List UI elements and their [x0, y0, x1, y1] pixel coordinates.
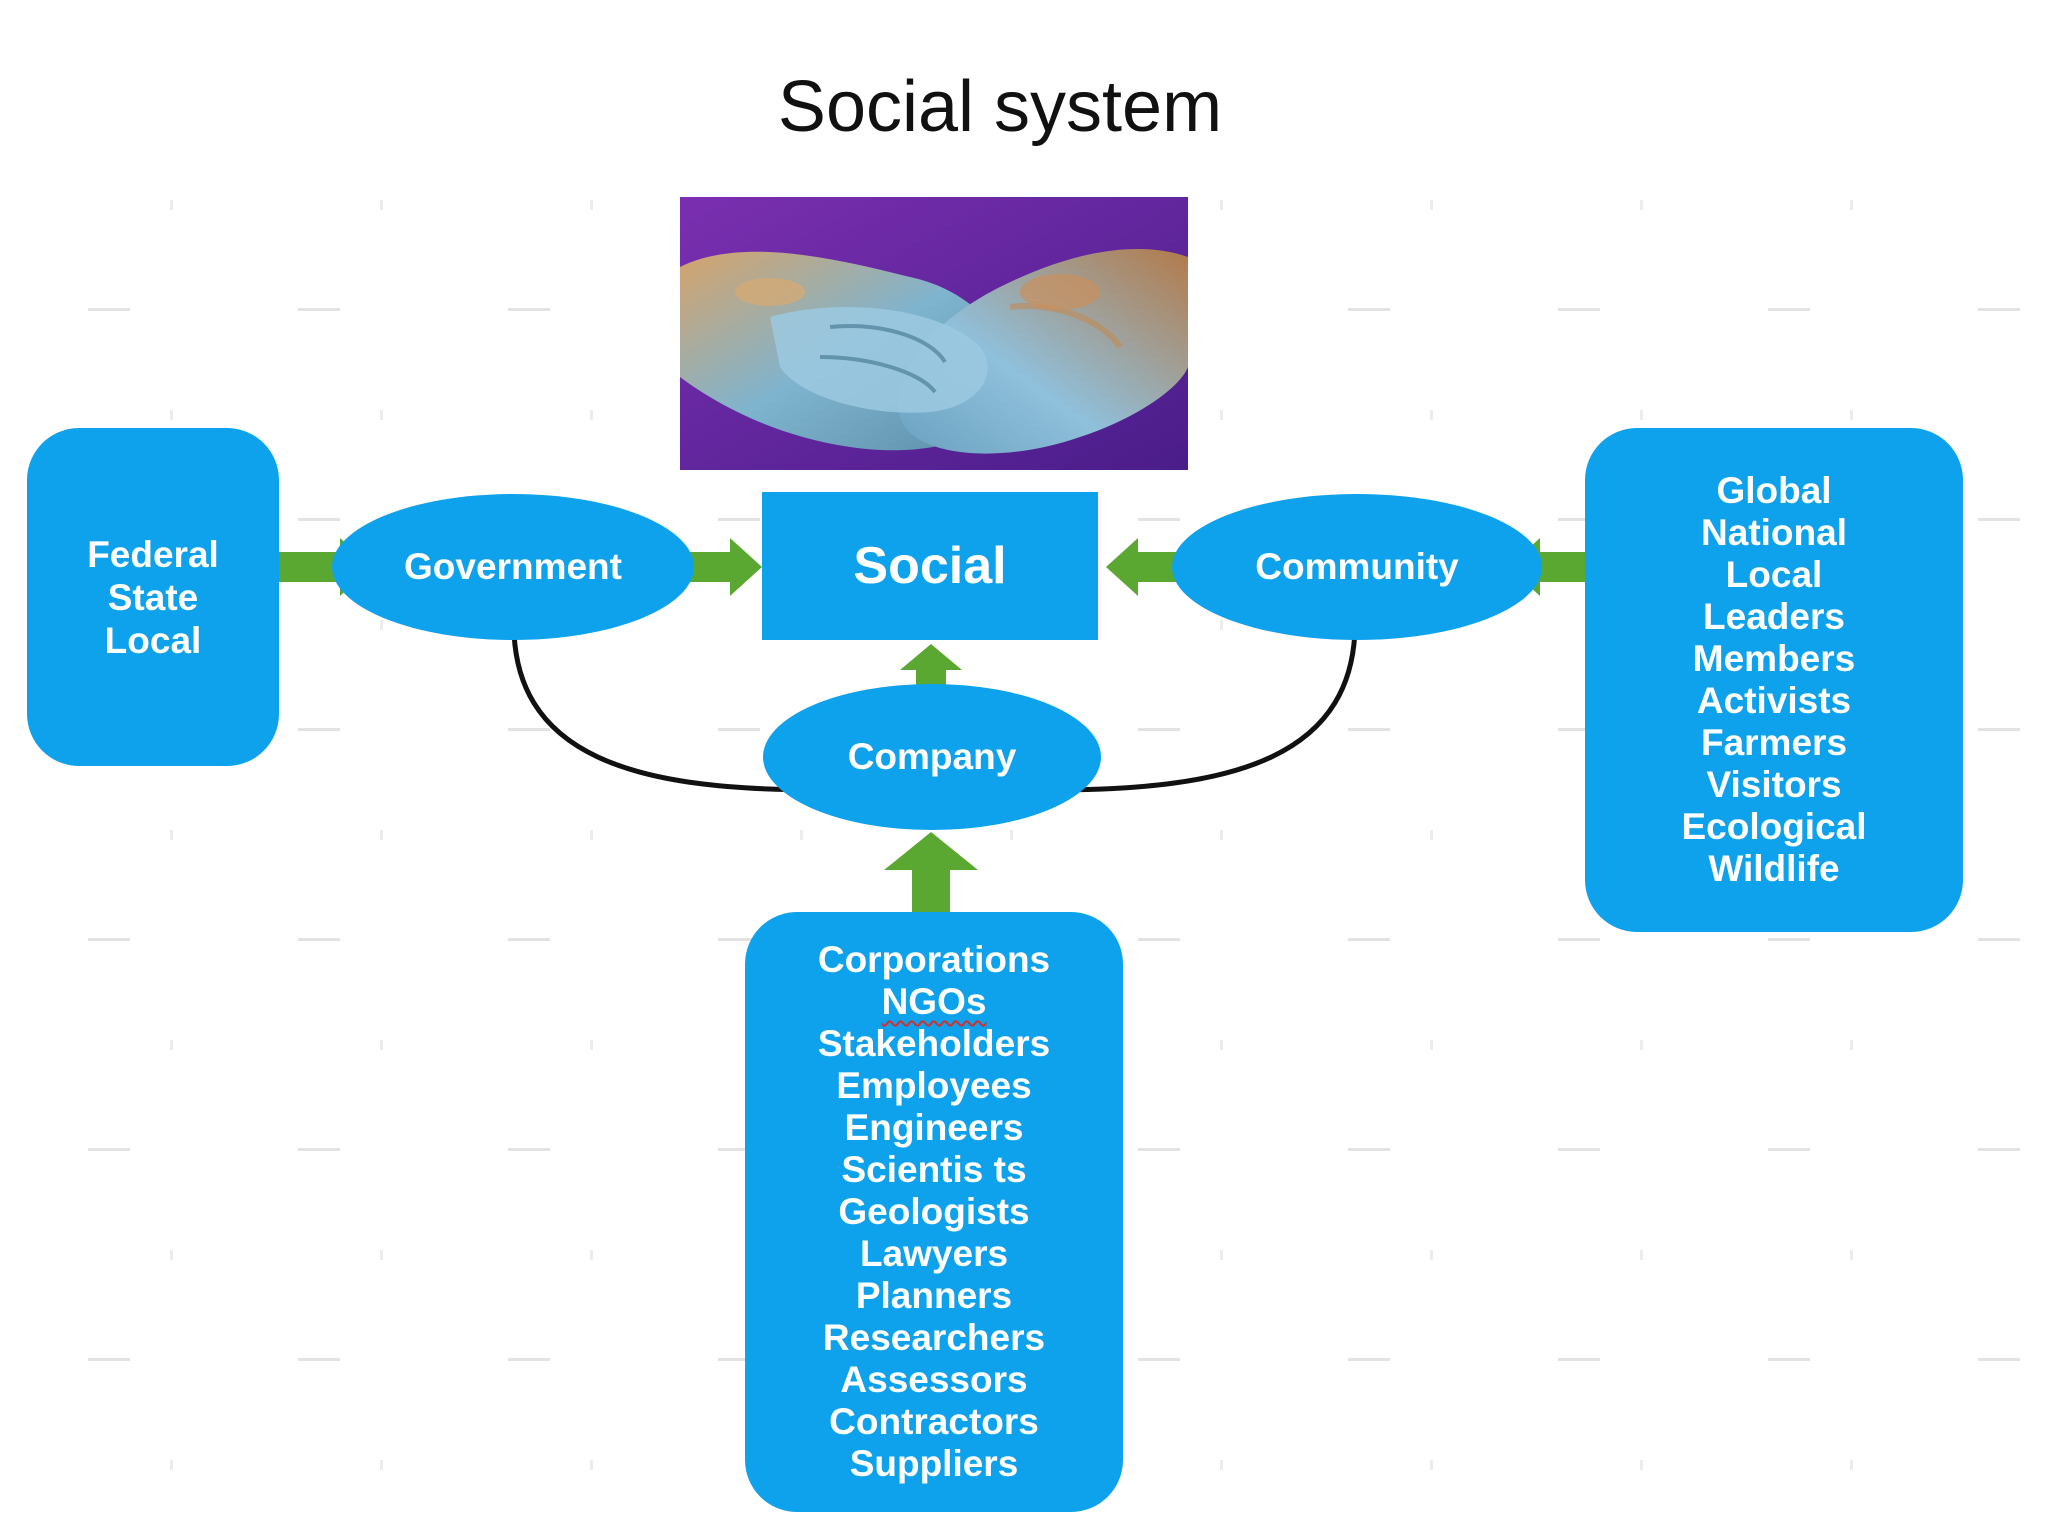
company-node: Company	[763, 684, 1101, 830]
list-item: Corporations	[817, 939, 1051, 980]
list-item: Lawyers	[859, 1233, 1009, 1274]
connector-community-company	[1049, 613, 1358, 793]
list-item: Suppliers	[849, 1443, 1019, 1484]
community-label: Community	[1255, 546, 1459, 587]
list-item: Local	[1725, 554, 1823, 595]
list-item: Geologists	[838, 1191, 1030, 1232]
arrow-government-to-social	[688, 538, 762, 596]
list-item: Employees	[836, 1065, 1032, 1106]
list-item: Activists	[1696, 680, 1852, 721]
arrow-community-to-social	[1106, 538, 1180, 596]
company-label: Company	[847, 736, 1017, 777]
list-item: Leaders	[1703, 596, 1845, 637]
list-item: Local	[104, 619, 202, 661]
social-node: Social	[762, 492, 1098, 640]
list-item: NGOs	[881, 981, 987, 1022]
list-item: Researchers	[822, 1317, 1046, 1358]
connector-government-company	[511, 613, 821, 793]
list-item: Visitors	[1706, 764, 1842, 805]
list-item: National	[1701, 512, 1847, 553]
government-label: Government	[404, 546, 622, 587]
community-node: Community	[1172, 494, 1542, 640]
company-stakeholders-box: Corporations NGOs Stakeholders Employees…	[745, 912, 1123, 1512]
list-item: Contractors	[829, 1401, 1039, 1442]
list-item: Members	[1692, 638, 1856, 679]
arrow-company-to-social	[900, 644, 962, 690]
arrow-stakeholders-to-company	[884, 832, 978, 920]
government-node: Government	[332, 494, 694, 640]
list-item: Federal	[87, 533, 219, 575]
hands-holding-earth-image	[680, 197, 1188, 470]
list-item: Farmers	[1700, 722, 1848, 763]
community-members-box: Global National Local Leaders Members Ac…	[1585, 428, 1963, 932]
list-item: Stakeholders	[817, 1023, 1051, 1064]
list-item: State	[107, 576, 199, 618]
list-item: Planners	[855, 1275, 1013, 1316]
page-title: Social system	[777, 67, 1223, 147]
list-item: Global	[1716, 470, 1832, 511]
list-item: Assessors	[840, 1359, 1028, 1400]
list-item: Ecological	[1681, 806, 1867, 847]
list-item: Scientis ts	[841, 1149, 1027, 1190]
list-item: Wildlife	[1708, 848, 1840, 889]
government-levels-box: Federal State Local	[27, 428, 279, 766]
list-item: Engineers	[844, 1107, 1024, 1148]
social-label: Social	[853, 537, 1007, 595]
